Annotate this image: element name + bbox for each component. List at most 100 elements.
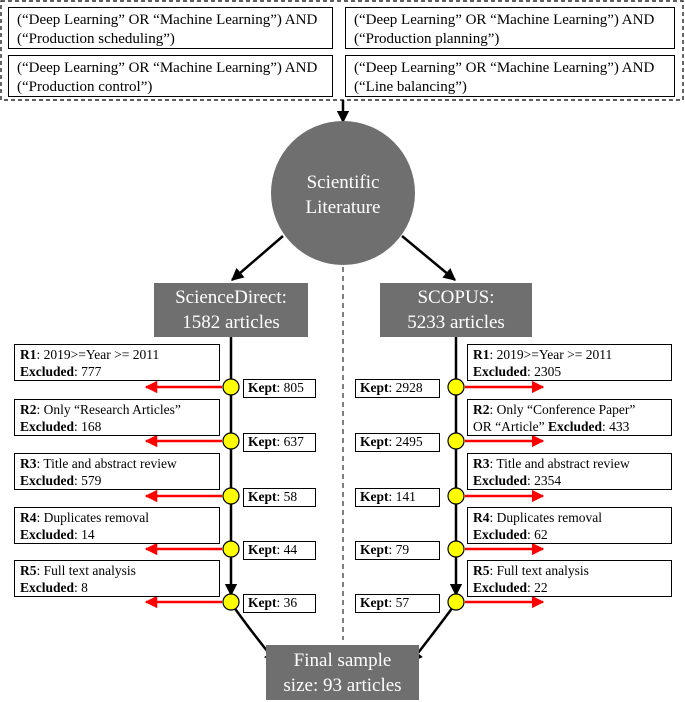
hub-line2: Literature: [305, 197, 381, 218]
right-step-3-excluded: : 2354: [527, 473, 562, 488]
left-kept-1-value: : 805: [276, 380, 304, 395]
left-kept-5-value: : 36: [276, 595, 298, 610]
node-right-4: [447, 540, 465, 558]
node-left-5: [222, 593, 240, 611]
left-step-5-excl-label: Excluded: [20, 580, 75, 595]
final-line1: Final sample: [293, 650, 392, 671]
right-step-1-text: : 2019>=Year >= 2011: [489, 347, 613, 362]
right-step-4: R4: Duplicates removal Excluded: 62: [467, 507, 672, 544]
right-step-1: R1: 2019>=Year >= 2011 Excluded: 2305: [467, 344, 672, 381]
left-step-3-excl-label: Excluded: [20, 473, 75, 488]
left-kept-2-value: : 637: [276, 434, 304, 449]
left-step-4: R4: Duplicates removal Excluded: 14: [14, 507, 220, 544]
right-step-5-text: : Full text analysis: [489, 563, 589, 578]
node-right-5: [447, 593, 465, 611]
left-kept-1: Kept: 805: [243, 379, 316, 398]
node-right-3: [447, 487, 465, 505]
right-step-4-excl-label: Excluded: [473, 527, 528, 542]
right-kept-5: Kept: 57: [355, 594, 440, 613]
left-step-1: R1: 2019>=Year >= 2011 Excluded: 777: [14, 344, 220, 381]
right-kept-2: Kept: 2495: [355, 433, 440, 452]
right-step-5: R5: Full text analysis Excluded: 22: [467, 560, 672, 597]
left-step-5-id: R5: [20, 563, 37, 578]
right-kept-1-value: : 2928: [388, 380, 423, 395]
right-step-5-excluded: : 22: [527, 580, 548, 595]
right-step-2: R2: Only “Conference Paper” OR “Article”…: [467, 399, 672, 436]
left-step-4-id: R4: [20, 510, 37, 525]
right-step-2-text: : Only “Conference Paper”: [489, 402, 636, 417]
right-kept-3-label: Kept: [360, 489, 389, 504]
right-step-4-id: R4: [473, 510, 490, 525]
left-step-5: R5: Full text analysis Excluded: 8: [14, 560, 220, 597]
right-kept-5-label: Kept: [360, 595, 389, 610]
scopus-count: 5233 articles: [407, 312, 505, 333]
final-line2: size: 93 articles: [283, 675, 402, 696]
left-step-5-excluded: : 8: [74, 580, 88, 595]
right-kept-4-label: Kept: [360, 542, 389, 557]
left-kept-1-label: Kept: [248, 380, 277, 395]
left-step-1-excl-label: Excluded: [20, 364, 75, 379]
left-step-3: R3: Title and abstract review Excluded: …: [14, 453, 220, 490]
right-kept-1: Kept: 2928: [355, 379, 440, 398]
right-step-2-text2: OR “Article”: [473, 419, 548, 434]
left-step-2: R2: Only “Research Articles” Excluded: 1…: [14, 399, 220, 436]
hub-circle: [271, 121, 415, 265]
query-2-line2: (“Production planning”): [354, 31, 500, 47]
scopus-box: SCOPUS: 5233 articles: [380, 283, 532, 337]
right-kept-2-value: : 2495: [388, 434, 423, 449]
right-step-1-id: R1: [473, 347, 490, 362]
left-step-1-excluded: : 777: [74, 364, 102, 379]
final-sample-box: Final sample size: 93 articles: [266, 645, 419, 700]
right-kept-4: Kept: 79: [355, 541, 440, 560]
left-step-2-excl-label: Excluded: [20, 419, 75, 434]
left-kept-5-label: Kept: [248, 595, 277, 610]
query-3-line1: (“Deep Learning” OR “Machine Learning”) …: [17, 60, 318, 76]
left-step-3-id: R3: [20, 456, 37, 471]
left-kept-2-label: Kept: [248, 434, 277, 449]
left-kept-4: Kept: 44: [243, 541, 316, 560]
query-box-3: (“Deep Learning” OR “Machine Learning”) …: [8, 55, 333, 97]
left-kept-3-value: : 58: [276, 489, 298, 504]
right-kept-4-value: : 79: [388, 542, 410, 557]
right-step-5-excl-label: Excluded: [473, 580, 528, 595]
right-step-4-text: : Duplicates removal: [489, 510, 602, 525]
left-step-1-id: R1: [20, 347, 37, 362]
right-step-3-id: R3: [473, 456, 490, 471]
right-step-1-excl-label: Excluded: [473, 364, 528, 379]
query-2-line1: (“Deep Learning” OR “Machine Learning”) …: [354, 12, 655, 28]
left-kept-3-label: Kept: [248, 489, 277, 504]
query-box-2: (“Deep Learning” OR “Machine Learning”) …: [345, 7, 675, 49]
node-left-2: [222, 432, 240, 450]
sciencedirect-name: ScienceDirect:: [175, 287, 287, 308]
left-step-5-text: : Full text analysis: [36, 563, 136, 578]
scopus-name: SCOPUS:: [417, 287, 495, 308]
right-step-2-excluded: : 433: [601, 419, 630, 434]
sciencedirect-count: 1582 articles: [182, 312, 280, 333]
left-step-4-excluded: : 14: [74, 527, 95, 542]
left-step-2-text: : Only “Research Articles”: [36, 402, 181, 417]
left-step-4-excl-label: Excluded: [20, 527, 75, 542]
hub-line1: Scientific: [306, 172, 380, 193]
left-kept-3: Kept: 58: [243, 488, 316, 507]
node-left-1: [222, 378, 240, 396]
node-right-1: [447, 378, 465, 396]
right-kept-3-value: : 141: [388, 489, 416, 504]
query-3-line2: (“Production control”): [17, 79, 153, 95]
query-1-line1: (“Deep Learning” OR “Machine Learning”) …: [17, 12, 318, 28]
left-kept-5: Kept: 36: [243, 594, 316, 613]
query-box-4: (“Deep Learning” OR “Machine Learning”) …: [345, 55, 675, 97]
node-left-3: [222, 487, 240, 505]
right-step-5-id: R5: [473, 563, 490, 578]
left-step-4-text: : Duplicates removal: [36, 510, 149, 525]
query-1-line2: (“Production scheduling”): [17, 31, 175, 47]
right-step-2-id: R2: [473, 402, 490, 417]
query-box-1: (“Deep Learning” OR “Machine Learning”) …: [8, 7, 333, 49]
query-4-line2: (“Line balancing”): [354, 79, 467, 95]
node-right-2: [447, 432, 465, 450]
right-kept-2-label: Kept: [360, 434, 389, 449]
right-step-4-excluded: : 62: [527, 527, 548, 542]
left-step-3-text: : Title and abstract review: [36, 456, 177, 471]
right-kept-1-label: Kept: [360, 380, 389, 395]
left-kept-4-label: Kept: [248, 542, 277, 557]
